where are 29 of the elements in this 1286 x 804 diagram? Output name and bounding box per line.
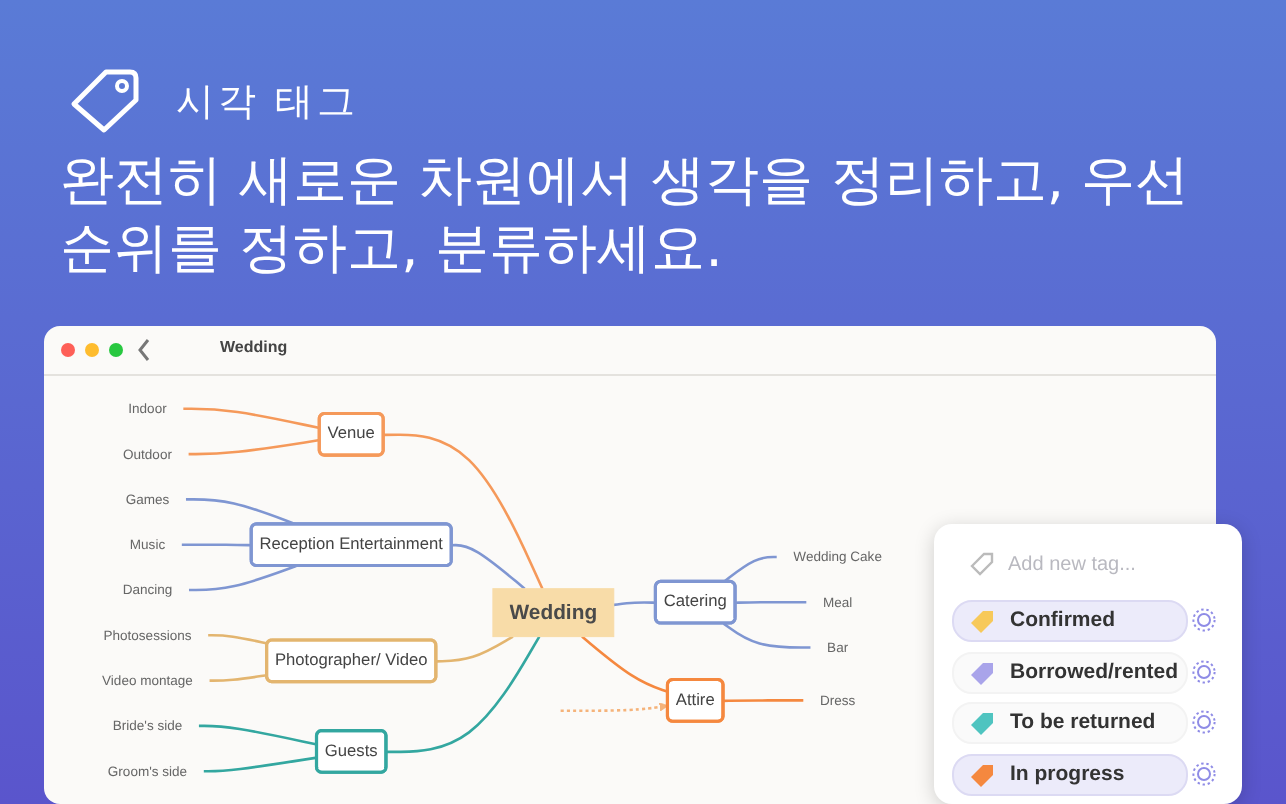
connector bbox=[183, 407, 321, 430]
connector bbox=[209, 673, 268, 682]
connector bbox=[722, 555, 777, 583]
connector bbox=[208, 634, 268, 645]
arrow bbox=[560, 702, 669, 713]
connector bbox=[386, 635, 541, 754]
connector bbox=[451, 543, 526, 590]
connector bbox=[735, 600, 807, 605]
connector bbox=[185, 498, 297, 526]
connector bbox=[181, 543, 252, 547]
node-box bbox=[492, 588, 615, 638]
tag-option: Borrowed/rented bbox=[952, 651, 1188, 693]
connector bbox=[188, 438, 320, 456]
window-title: Wedding bbox=[220, 338, 288, 356]
heading: 시각 태그 bbox=[176, 80, 359, 128]
connector bbox=[436, 635, 514, 663]
tag-option: In progress bbox=[952, 753, 1188, 795]
connector bbox=[613, 601, 656, 607]
connector bbox=[203, 756, 318, 773]
connector bbox=[722, 622, 811, 649]
tag-option: To be returned bbox=[952, 702, 1188, 744]
connector bbox=[581, 635, 669, 694]
connector bbox=[198, 724, 318, 746]
connector bbox=[723, 699, 804, 703]
connector bbox=[383, 433, 544, 590]
subheading: 완전히 새로운 차원에서 생각을 정리하고, 우선순위를 정하고, 분류하세요. bbox=[60, 148, 1191, 284]
tag-option: Confirmed bbox=[952, 600, 1188, 642]
add-tag-field: Add new tag... bbox=[1008, 554, 1136, 576]
connector bbox=[189, 564, 297, 592]
